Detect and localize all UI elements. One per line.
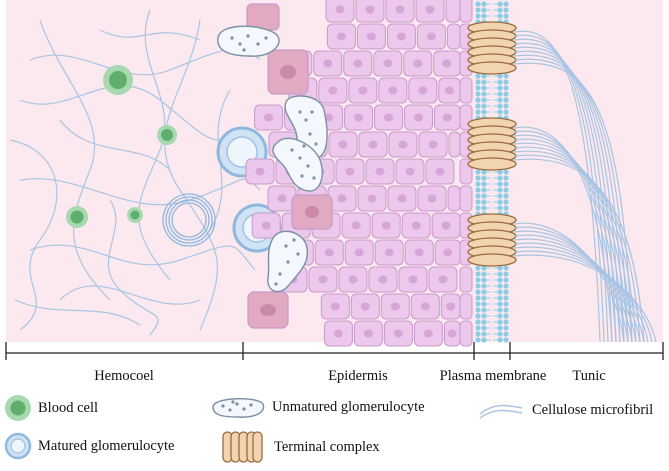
unmatured-glomerulocyte-icon: [212, 397, 265, 418]
terminal-complex-icon: [222, 431, 263, 463]
tunic-microfibrils: [513, 30, 657, 343]
cellulose-microfibril-icon: [479, 404, 523, 419]
legend-matured-glomerulocyte: Matured glomerulocyte: [4, 432, 175, 460]
matured-glomerulocyte-icon: [4, 432, 32, 460]
legend-terminal-complex: Terminal complex: [220, 430, 380, 464]
region-label-tunic: Tunic: [572, 368, 606, 384]
region-label-hemocoel: Hemocoel: [94, 368, 154, 384]
legend-label-terminal-complex: Terminal complex: [274, 438, 380, 455]
legend-label-matured-glomerulocyte: Matured glomerulocyte: [38, 437, 175, 454]
legend-unmatured-glomerulocyte: Unmatured glomerulocyte: [210, 394, 425, 420]
legend-cellulose-microfibril: Cellulose microfibril: [478, 400, 653, 420]
blood-cell-icon: [5, 395, 31, 421]
terminal-complexes: [467, 21, 517, 267]
legend-label-unmatured-glomerulocyte: Unmatured glomerulocyte: [272, 398, 425, 415]
blood-cells: [66, 65, 177, 228]
granules: [230, 34, 318, 286]
legend-blood-cell: Blood cell: [4, 394, 98, 422]
inner-epidermis-cells: [246, 3, 333, 329]
legend-label-blood-cell: Blood cell: [38, 399, 99, 416]
legend-label-cellulose-microfibril: Cellulose microfibril: [532, 401, 654, 418]
region-bracket: [5, 342, 664, 360]
region-label-epidermis: Epidermis: [328, 368, 388, 384]
region-label-plasma-membrane: Plasma membrane: [439, 368, 547, 384]
